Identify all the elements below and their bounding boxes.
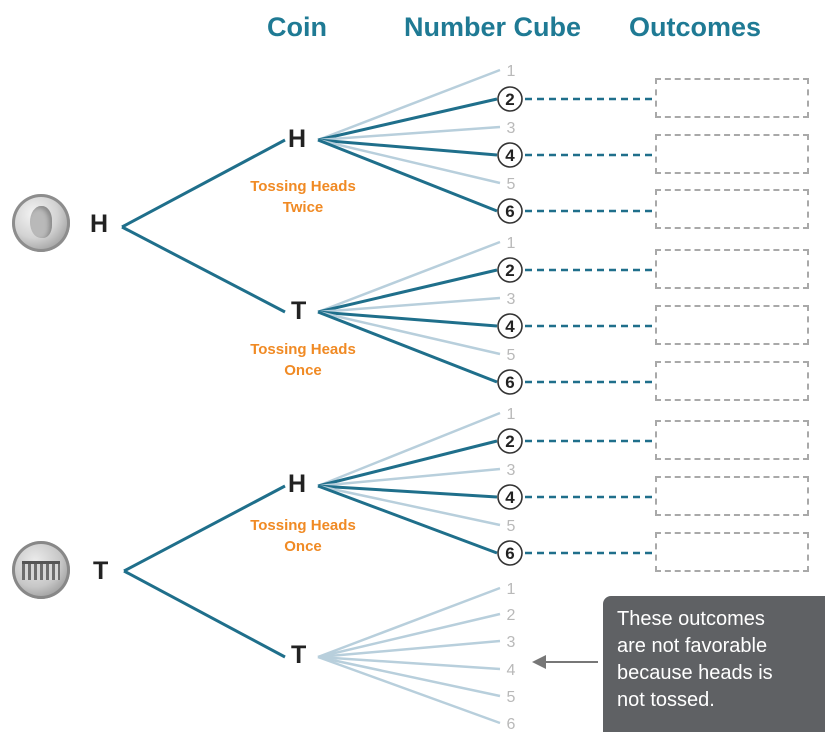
cube-face-label: 3 [507, 291, 516, 308]
cube-face-label: 1 [507, 235, 516, 252]
favorable-face-circle [497, 198, 523, 224]
cube-branch [317, 68, 501, 142]
cube-branch [317, 138, 501, 185]
cube-face-label: 6 [505, 373, 514, 392]
first-toss-heads: H [90, 210, 109, 238]
outcome-box[interactable] [655, 134, 809, 174]
cube-branch [317, 138, 498, 213]
note-line: Tossing Heads [250, 341, 356, 358]
cube-branch [317, 484, 498, 499]
cube-branch [317, 310, 498, 328]
second-toss-t-after-t: T [291, 641, 307, 669]
cube-face-label: 2 [505, 261, 514, 280]
cube-face-label: 4 [505, 488, 515, 507]
cube-face-label: 3 [507, 462, 516, 479]
cube-branch [317, 612, 501, 659]
cube-branch [317, 125, 501, 142]
first-toss-tails: T [93, 557, 109, 585]
second-toss-h-after-t: H [288, 470, 307, 498]
cube-branch [317, 639, 501, 659]
header-outcomes: Outcomes [629, 12, 762, 42]
cube-face-label: 5 [507, 518, 516, 535]
outcome-box[interactable] [655, 476, 809, 516]
cube-face-label: 3 [507, 634, 516, 651]
cube-face-label: 6 [505, 202, 514, 221]
favorable-face-circle [497, 484, 523, 510]
note-line: Twice [282, 199, 324, 216]
cube-face-label: 4 [507, 662, 516, 679]
coin-branch [123, 484, 286, 573]
not-favorable-callout: These outcomes are not favorable because… [603, 596, 825, 732]
cube-face-label: 1 [507, 63, 516, 80]
note-heads-once-1: Tossing Heads Once [228, 339, 378, 381]
cube-face-label: 6 [507, 716, 516, 732]
callout-line: because heads is [617, 662, 773, 684]
second-toss-t-after-h: T [291, 297, 307, 325]
cube-face-label: 3 [507, 120, 516, 137]
note-line: Once [284, 538, 322, 555]
callout-line: These outcomes [617, 608, 765, 630]
cube-branch [317, 467, 501, 488]
cube-branch [317, 240, 501, 314]
note-line: Tossing Heads [250, 178, 356, 195]
cube-branch [317, 268, 498, 314]
cube-branch [317, 484, 501, 527]
cube-face-label: 2 [505, 90, 514, 109]
cube-face-label: 2 [505, 432, 514, 451]
nickel-tails-icon [12, 541, 70, 599]
coin-branch [123, 569, 286, 659]
coin-branch [121, 225, 286, 314]
favorable-face-circle [497, 142, 523, 168]
cube-face-label: 6 [505, 544, 514, 563]
cube-branch [317, 97, 498, 142]
cube-face-label: 4 [505, 146, 515, 165]
arrow-left-icon [532, 655, 546, 669]
note-line: Once [284, 362, 322, 379]
coin-branch [121, 138, 286, 229]
outcome-box[interactable] [655, 189, 809, 229]
cube-branch [317, 310, 498, 384]
favorable-face-circle [497, 428, 523, 454]
cube-branch [317, 655, 501, 725]
cube-face-label: 1 [507, 581, 516, 598]
header-coin: Coin [267, 12, 327, 42]
favorable-face-circle [497, 540, 523, 566]
cube-branch [317, 439, 498, 488]
outcome-box[interactable] [655, 249, 809, 289]
cube-branch [317, 586, 501, 659]
cube-branch [317, 310, 501, 356]
cube-face-label: 2 [507, 607, 516, 624]
favorable-face-circle [497, 369, 523, 395]
cube-face-label: 5 [507, 689, 516, 706]
note-line: Tossing Heads [250, 517, 356, 534]
outcome-box[interactable] [655, 361, 809, 401]
nickel-heads-icon [12, 194, 70, 252]
cube-face-label: 5 [507, 176, 516, 193]
cube-branch [317, 296, 501, 314]
header-number-cube: Number Cube [404, 12, 582, 42]
favorable-face-circle [497, 313, 523, 339]
second-toss-h-after-h: H [288, 125, 307, 153]
outcome-box[interactable] [655, 305, 809, 345]
cube-branch [317, 138, 498, 157]
favorable-face-circle [497, 86, 523, 112]
cube-branch [317, 655, 501, 671]
outcome-box[interactable] [655, 78, 809, 118]
note-heads-twice: Tossing Heads Twice [228, 176, 378, 218]
callout-line: are not favorable [617, 635, 768, 657]
cube-branch [317, 484, 498, 555]
cube-branch [317, 411, 501, 488]
cube-face-label: 4 [505, 317, 515, 336]
outcome-box[interactable] [655, 420, 809, 460]
cube-face-label: 5 [507, 347, 516, 364]
favorable-face-circle [497, 257, 523, 283]
cube-face-label: 1 [507, 406, 516, 423]
callout-line: not tossed. [617, 689, 715, 711]
cube-branch [317, 655, 501, 698]
note-heads-once-2: Tossing Heads Once [228, 515, 378, 557]
outcome-box[interactable] [655, 532, 809, 572]
